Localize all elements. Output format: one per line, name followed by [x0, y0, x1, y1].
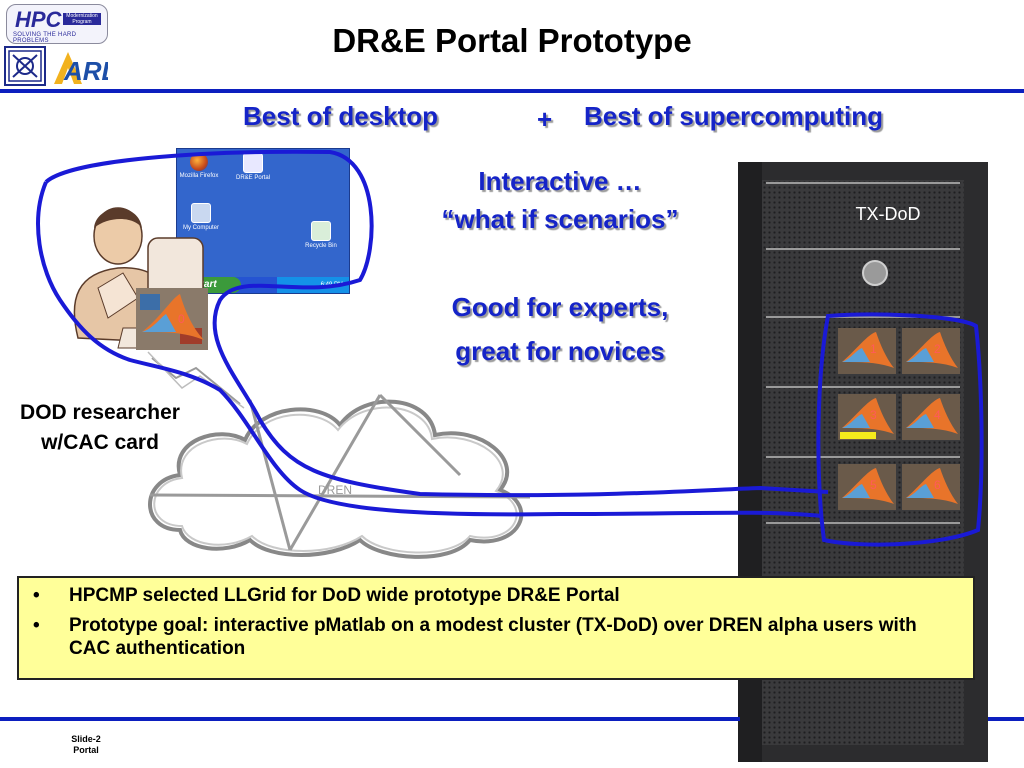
desktop-icon-label: DR&E Portal	[235, 175, 270, 181]
rack-divider	[766, 522, 960, 524]
knot-logo-icon	[4, 46, 46, 86]
compute-node-4: 4	[902, 394, 960, 440]
matlab-node-icon	[902, 394, 960, 440]
bullet-marker: •	[33, 585, 40, 606]
recycle-bin-icon	[311, 221, 331, 241]
cloud-label: DREN	[318, 483, 353, 497]
researcher-label: DOD researcher w/CAC card	[0, 398, 200, 458]
rack-divider	[766, 182, 960, 184]
compute-node-5: 5	[838, 464, 896, 510]
subtitle-plus: +	[537, 104, 553, 134]
hpc-logo-program: Modernization Program	[63, 13, 101, 25]
matlab-node-icon	[838, 394, 896, 440]
compute-node-2: 2	[902, 328, 960, 374]
page-title: DR&E Portal Prototype	[332, 22, 692, 59]
node-number: 2	[934, 342, 941, 356]
slide-footer: Slide-2 Portal	[66, 734, 106, 756]
compute-node-3: 3	[838, 394, 896, 440]
compute-node-6: 6	[902, 464, 960, 510]
footer-rule-right	[988, 717, 1024, 721]
rack-divider	[766, 248, 960, 250]
desktop-icon-firefox[interactable]: Mozilla Firefox	[169, 153, 229, 179]
dell-logo-icon	[862, 260, 888, 286]
desktop-icon-label: Recycle Bin	[305, 243, 337, 249]
matlab-client-icon	[136, 288, 208, 350]
rack-label: TX-DoD	[855, 204, 921, 224]
matlab-node-icon	[838, 328, 896, 374]
good-line2: great for novices	[455, 336, 665, 366]
desktop-icon-recycle-bin[interactable]: Recycle Bin	[291, 221, 351, 249]
node-number: 1	[870, 342, 877, 356]
interactive-line1: Interactive …	[478, 166, 642, 196]
header-rule	[0, 89, 1024, 93]
node-number: 5	[870, 478, 877, 492]
desktop-icon-computer[interactable]: My Computer	[171, 203, 231, 231]
node-number: 4	[934, 408, 941, 422]
compute-node-1: 1	[838, 328, 896, 374]
node-number: 6	[934, 478, 941, 492]
footer-rule-left	[0, 717, 740, 721]
desktop-icon-label: Mozilla Firefox	[179, 173, 219, 179]
client-node-number: 0	[178, 312, 185, 326]
bullet-item: • HPCMP selected LLGrid for DoD wide pro…	[33, 584, 963, 607]
arl-logo-icon: ARL	[54, 52, 108, 86]
footer-line2: Portal	[73, 745, 99, 755]
footer-line1: Slide-2	[71, 734, 101, 744]
computer-icon	[191, 203, 211, 223]
researcher-line1: DOD researcher	[20, 401, 180, 424]
hpc-logo-text: HPC	[15, 7, 62, 32]
rack-divider	[766, 316, 960, 318]
hpc-logo: HPC Modernization Program SOLVING THE HA…	[6, 4, 108, 44]
subtitle-right: Best of supercomputing	[584, 101, 884, 131]
interactive-line2: “what if scenarios”	[441, 204, 679, 234]
bullet-marker: •	[33, 615, 40, 636]
matlab-node-icon	[838, 464, 896, 510]
rack-divider	[766, 386, 960, 388]
node-number: 3	[870, 408, 877, 422]
bullet-text: HPCMP selected LLGrid for DoD wide proto…	[69, 585, 620, 606]
desktop-icon-label: My Computer	[182, 225, 219, 231]
matlab-node-icon	[902, 328, 960, 374]
researcher-line2: w/CAC card	[41, 431, 159, 454]
firefox-icon	[190, 153, 208, 171]
subtitle-left: Best of desktop	[243, 101, 439, 131]
good-line1: Good for experts,	[451, 292, 669, 322]
hpc-logo-tagline: SOLVING THE HARD PROBLEMS	[13, 32, 77, 44]
bullet-box: • HPCMP selected LLGrid for DoD wide pro…	[17, 576, 975, 680]
bullet-text: Prototype goal: interactive pMatlab on a…	[69, 615, 917, 659]
matlab-node-icon	[902, 464, 960, 510]
bullet-item: • Prototype goal: interactive pMatlab on…	[33, 614, 963, 660]
arl-logo-text: ARL	[63, 56, 108, 86]
rack-divider	[766, 456, 960, 458]
